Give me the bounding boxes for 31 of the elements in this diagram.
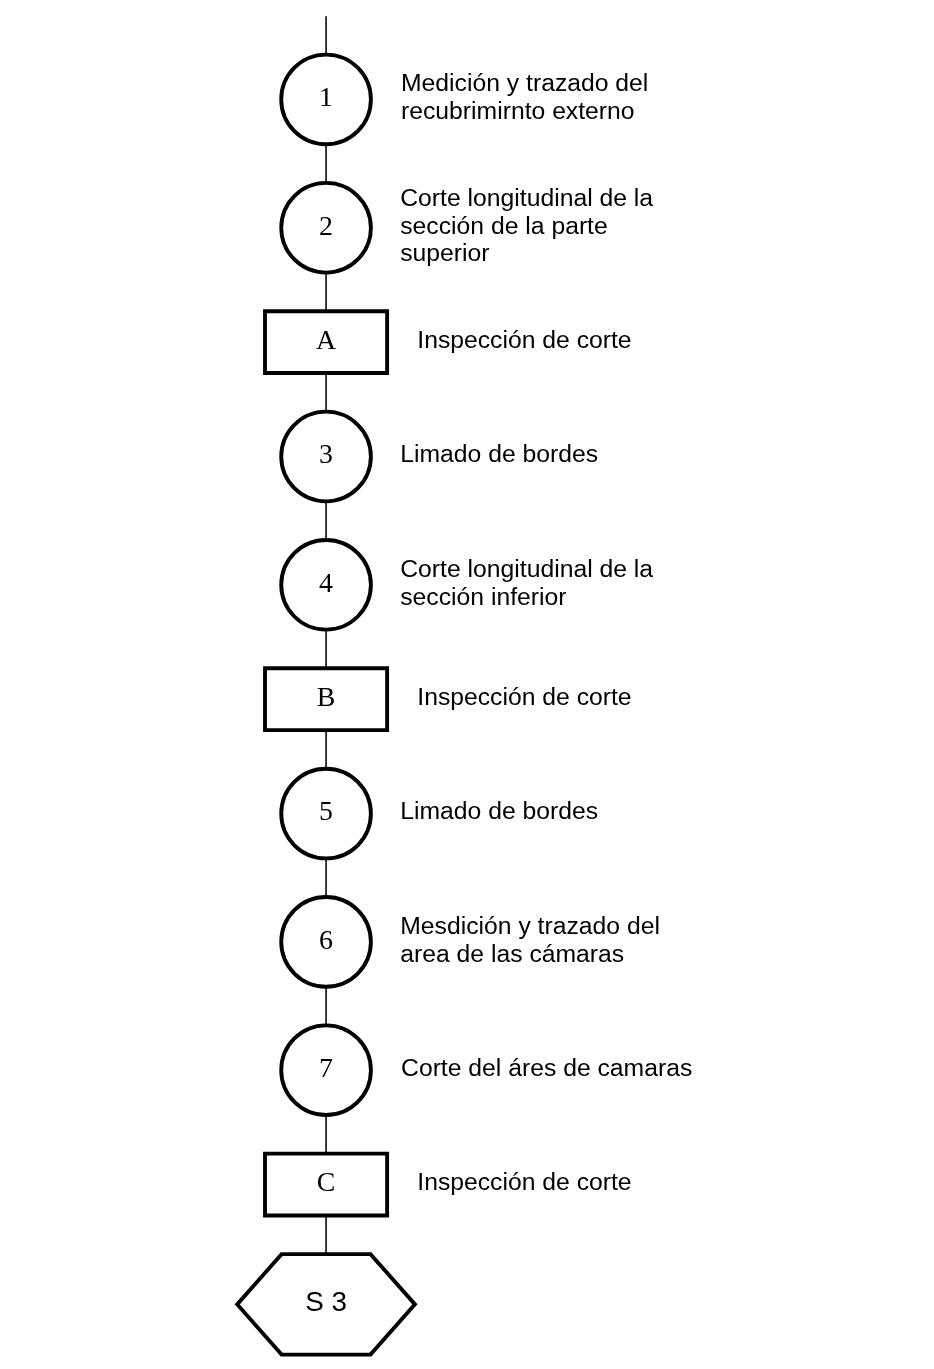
node-label: Inspección de corte: [416, 325, 632, 353]
node-circle: 7: [278, 1023, 373, 1117]
node-label: Corte del áres de camaras: [400, 1054, 692, 1082]
node-label: Corte longitudinal de la sección inferior: [399, 554, 653, 610]
node-circle: 3: [278, 409, 373, 504]
connector: [324, 15, 327, 55]
connector: [324, 729, 327, 770]
node-label: Inspección de corte: [416, 683, 632, 711]
node-label: Limado de bordes: [399, 797, 598, 825]
node-circle: 5: [278, 766, 373, 861]
connector: [324, 144, 327, 184]
connector: [324, 271, 327, 312]
connector: [324, 858, 327, 898]
node-circle: 6: [278, 895, 373, 989]
connector: [324, 986, 327, 1026]
node-circle: 2: [278, 180, 373, 275]
node-label: Inspección de corte: [416, 1168, 632, 1196]
connector: [324, 628, 327, 669]
node-circle: 4: [278, 538, 373, 632]
node-box: B: [262, 666, 389, 733]
node-label: Limado de bordes: [399, 440, 598, 468]
node-label: Medición y trazado del recubrimirnto externo: [400, 69, 648, 125]
node-circle: 1: [278, 52, 373, 147]
node-box: A: [262, 309, 389, 375]
node-label: Corte longitudinal de la sección de la parte superior: [399, 183, 653, 267]
node-label: Mesdición y trazado del area de las cámaras: [399, 911, 660, 967]
connector: [324, 1214, 327, 1255]
connector: [324, 1114, 327, 1154]
node-box: C: [262, 1151, 389, 1218]
connector: [324, 372, 327, 413]
connector: [324, 501, 327, 541]
